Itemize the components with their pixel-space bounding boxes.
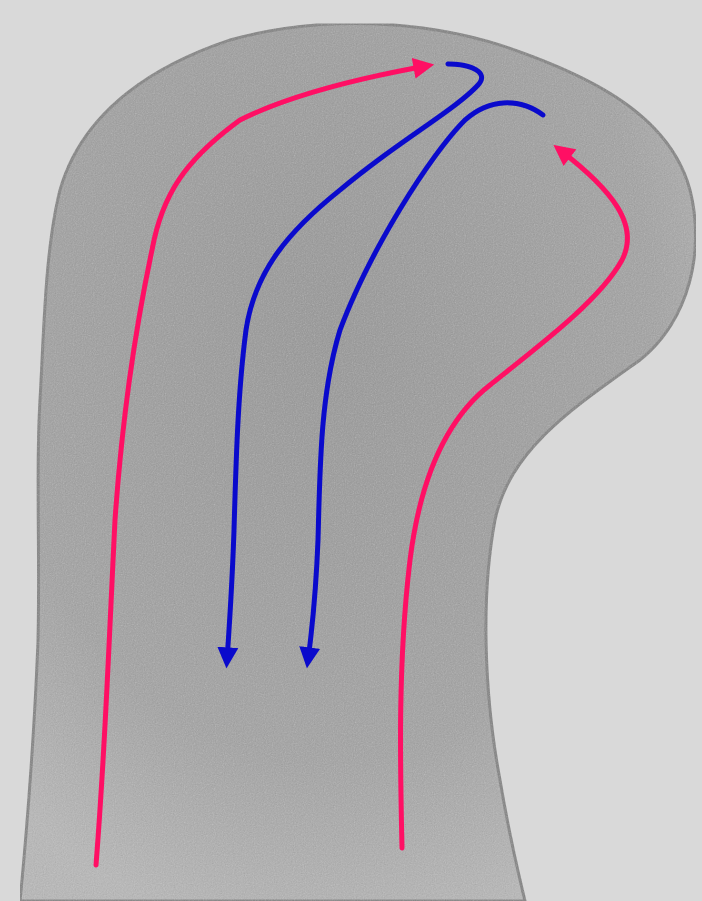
cell-flow-figure <box>0 0 702 901</box>
